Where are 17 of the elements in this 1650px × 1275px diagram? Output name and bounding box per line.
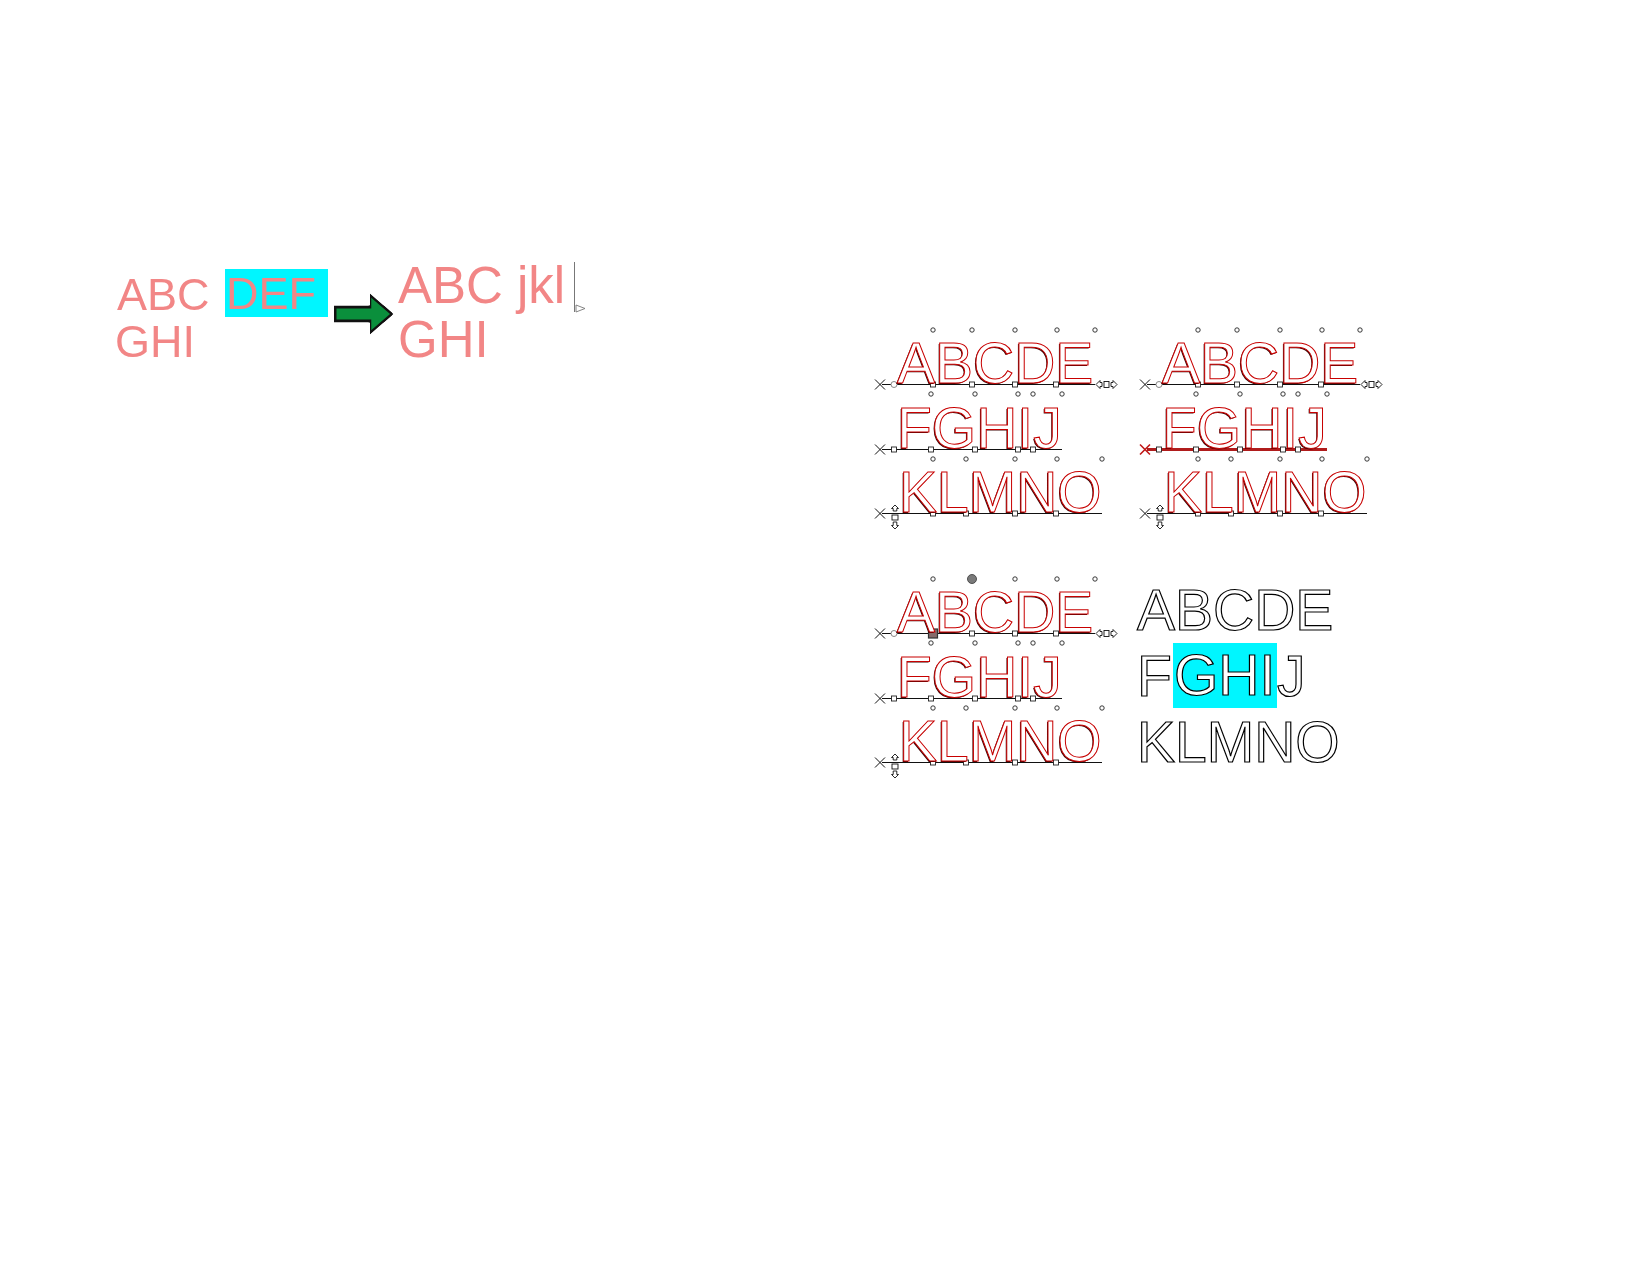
outlined-text: KLMNO [899, 720, 1102, 762]
outlined-text: KLMNO [1164, 471, 1367, 513]
text-line: ABC [117, 274, 210, 317]
outlined-text: KLMNO [1137, 721, 1340, 763]
outlined-text: FGHIJ [1162, 407, 1327, 449]
outlined-text: FGHIJ [897, 656, 1062, 698]
outlined-text: FGHIJ [897, 407, 1062, 449]
highlighted-text: GHI [1173, 643, 1277, 708]
outlined-text: F [1137, 655, 1172, 697]
text-line: GHI [115, 321, 195, 364]
outlined-text: ABCDE [897, 591, 1094, 633]
outlined-text: ABCDE [1162, 342, 1359, 384]
edited-text: ABC jkl GHI [392, 259, 574, 367]
outlined-text: KLMNO [899, 471, 1102, 513]
highlighted-text: DEF [225, 269, 328, 317]
outlined-text: ABCDE [897, 342, 1094, 384]
outlined-text: J [1277, 655, 1306, 697]
